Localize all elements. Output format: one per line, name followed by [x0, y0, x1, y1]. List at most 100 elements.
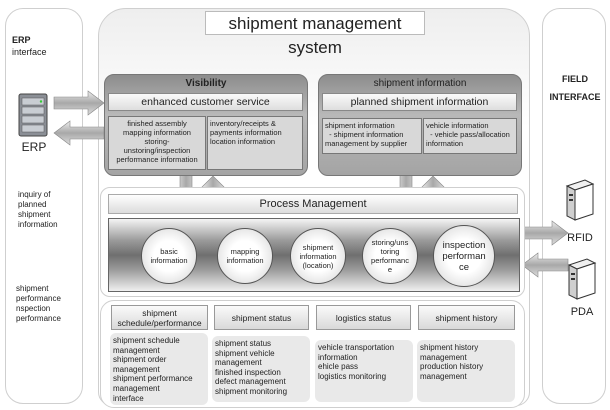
status-header-history: shipment history: [418, 305, 515, 330]
visibility-left-line: mapping information: [123, 128, 191, 137]
circle-line: shipment: [302, 242, 334, 252]
status-body-line: ehicle pass: [318, 362, 359, 372]
process-title: Process Management: [108, 194, 518, 214]
erp-performance-line: nspection: [16, 304, 51, 313]
status-header-line: shipment: [142, 307, 177, 318]
circle-line: information: [226, 256, 264, 265]
arrow-to-rfid: [521, 220, 569, 246]
erp-inquiry-line: shipment: [18, 210, 51, 219]
shipment-info-left-line: - shipment information: [325, 130, 404, 139]
erp-performance-line: performance: [16, 294, 61, 303]
status-header-line: shipment history: [435, 312, 498, 323]
status-body-line: shipment performance: [113, 374, 193, 384]
field-header: FIELD INTERFACE: [546, 70, 604, 106]
circle-line: inspection: [442, 239, 486, 251]
status-body-line: management: [113, 364, 160, 374]
circle-line: information: [150, 256, 188, 265]
status-body-line: vehicle transportation: [318, 343, 395, 352]
status-body-line: shipment schedule: [113, 336, 180, 345]
erp-performance-text: shipment performance nspection performan…: [16, 284, 61, 324]
process-circle-storing-performance: storing/uns toring performanc e: [362, 228, 418, 284]
circle-line: e: [387, 265, 393, 274]
field-header-line2: INTERFACE: [549, 92, 601, 102]
process-circle-inspection-performance: inspection performan ce: [433, 225, 495, 287]
erp-header-line2: interface: [12, 47, 47, 57]
status-body-line: management: [113, 383, 160, 393]
erp-inquiry-line: inquiry of: [18, 190, 51, 199]
status-header-shipment-status: shipment status: [214, 305, 309, 330]
status-body-line: management: [420, 352, 467, 362]
status-body-line: shipment order: [113, 355, 167, 365]
status-header-line: shipment status: [231, 312, 292, 323]
status-body-history: shipment history management production h…: [417, 340, 515, 402]
system-title: shipment management system: [205, 11, 425, 57]
process-circle-mapping-information: mapping information: [217, 228, 273, 284]
status-body-line: management: [215, 358, 262, 368]
circle-line: ce: [458, 261, 470, 273]
shipment-info-title: shipment information: [373, 78, 467, 89]
visibility-left-line: performance information: [116, 155, 198, 164]
visibility-left-line: finished assembly: [127, 119, 187, 128]
visibility-left-line: storing-: [144, 137, 170, 146]
status-body-line: shipment history: [420, 343, 479, 352]
status-body-line: production history: [420, 362, 484, 372]
erp-interface-panel: [5, 8, 83, 404]
visibility-right-line: payments information: [210, 128, 282, 137]
status-body-line: management: [420, 371, 467, 381]
erp-inquiry-line: information: [18, 220, 58, 229]
shipment-info-left-line: shipment information: [325, 121, 395, 130]
shipment-info-right-line: vehicle information: [426, 121, 489, 130]
status-body-line: defect management: [215, 377, 286, 387]
shipment-info-right-box: vehicle information - vehicle pass/alloc…: [423, 118, 517, 154]
status-header-schedule: shipment schedule/performance: [111, 305, 208, 330]
erp-performance-line: performance: [16, 314, 61, 323]
erp-server-icon: [18, 93, 48, 137]
arrow-visibility-to-erp: [53, 120, 105, 146]
visibility-right-line: location information: [210, 137, 276, 146]
visibility-title: Visibility: [185, 78, 227, 89]
status-body-line: shipment vehicle: [215, 348, 275, 358]
circle-line: basic: [160, 247, 178, 256]
process-circle-shipment-location: shipment information (location): [290, 228, 346, 284]
circle-line: toring: [380, 247, 400, 256]
pda-server-icon: [567, 258, 597, 300]
status-body-line: logistics monitoring: [318, 371, 387, 381]
shipment-info-left-box: shipment information - shipment informat…: [322, 118, 422, 154]
shipment-info-left-line: management by supplier: [325, 139, 408, 148]
circle-line: storing/uns: [371, 238, 409, 247]
status-body-line: shipment monitoring: [215, 386, 288, 396]
process-circle-basic-information: basic information: [141, 228, 197, 284]
erp-inquiry-text: inquiry of planned shipment information: [18, 190, 58, 230]
status-body-line: shipment status: [215, 339, 272, 348]
circle-line: (location): [302, 260, 334, 270]
visibility-right-box: inventory/receipts & payments informatio…: [207, 116, 303, 170]
status-body-line: interface: [113, 393, 144, 403]
status-body-line: management: [113, 345, 160, 355]
erp-inquiry-line: planned: [18, 200, 47, 209]
erp-header: ERP interface: [12, 34, 72, 58]
status-header-logistics: logistics status: [316, 305, 411, 330]
status-body-schedule: shipment schedule management shipment or…: [110, 333, 208, 405]
shipment-info-subtitle: planned shipment information: [322, 93, 517, 111]
status-header-line: logistics status: [335, 312, 392, 323]
arrow-from-pda: [521, 252, 569, 278]
status-body-shipment-status: shipment status shipment vehicle managem…: [212, 336, 310, 402]
shipment-info-right-line: information: [426, 139, 464, 148]
status-header-line: schedule/performance: [117, 317, 202, 328]
status-body-line: finished inspection: [215, 367, 281, 377]
circle-line: performan: [442, 250, 486, 262]
circle-line: information: [299, 251, 337, 261]
arrow-erp-to-visibility: [53, 90, 105, 116]
visibility-left-box: finished assembly mapping information st…: [108, 116, 206, 170]
rfid-label: RFID: [567, 232, 593, 244]
rfid-server-icon: [565, 179, 595, 221]
erp-header-line1: ERP: [12, 35, 31, 45]
visibility-right-line: inventory/receipts &: [210, 119, 276, 128]
status-body-logistics: vehicle transportation information ehicl…: [315, 340, 413, 402]
visibility-left-line: unstoring/inspection: [123, 146, 191, 155]
erp-performance-line: shipment: [16, 284, 49, 293]
erp-server-label: ERP: [21, 140, 47, 154]
circle-line: performanc: [371, 256, 409, 265]
status-body-line: information: [318, 352, 358, 362]
pda-label: PDA: [570, 306, 594, 318]
